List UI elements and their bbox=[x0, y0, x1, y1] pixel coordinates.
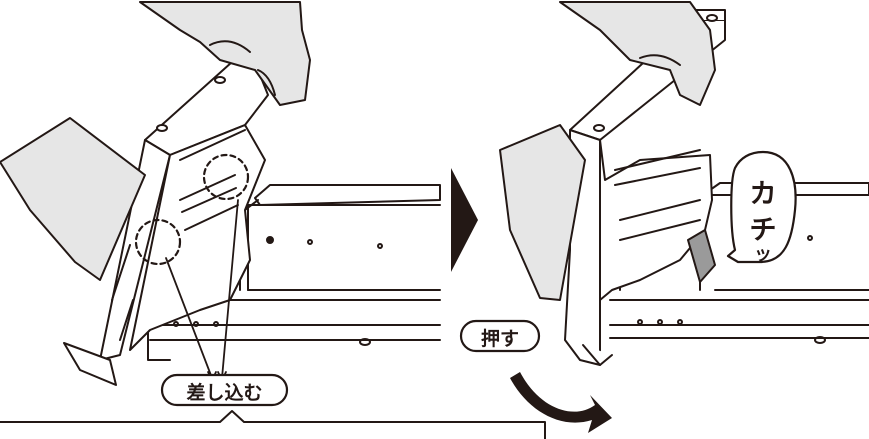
click-label-char-3: ッ bbox=[741, 240, 785, 266]
left-panel-illustration bbox=[0, 2, 440, 385]
right-panel-illustration bbox=[500, 2, 869, 365]
push-label: 押す bbox=[463, 324, 537, 351]
clip-tab bbox=[688, 230, 715, 282]
click-label-char-1: カ bbox=[741, 172, 785, 211]
curved-arrow-icon bbox=[510, 372, 612, 433]
bottom-bracket bbox=[0, 411, 545, 439]
right-triangle-icon bbox=[451, 168, 478, 272]
insert-label: 差し込む bbox=[166, 378, 283, 405]
